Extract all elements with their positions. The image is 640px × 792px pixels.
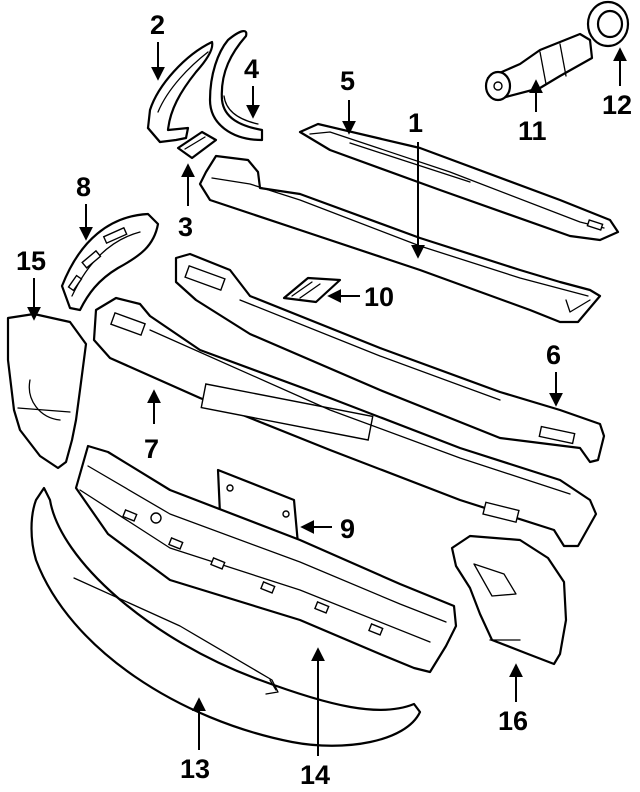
callout-4: 4	[244, 54, 259, 84]
callout-3: 3	[178, 212, 193, 242]
part-6-upper-fascia	[174, 252, 606, 464]
part-13-air-dam	[30, 486, 422, 747]
callout-6: 6	[546, 340, 561, 370]
part-1-impact-bar	[198, 154, 602, 324]
part-14-lower-valance	[74, 444, 458, 674]
callout-15: 15	[16, 246, 46, 276]
callout-2: 2	[150, 10, 165, 40]
part-4-filler-strip	[208, 30, 264, 142]
callout-8: 8	[76, 172, 91, 202]
callout-1: 1	[408, 108, 423, 138]
part-2-filler-extension	[146, 40, 214, 144]
callout-14: 14	[300, 760, 330, 790]
part-11-bumper-shock	[484, 32, 594, 102]
part-8-corner-molding	[60, 212, 160, 312]
part-5-reinforcement	[298, 122, 620, 242]
callout-16: 16	[498, 706, 528, 736]
part-10-bracket-plate	[282, 276, 342, 304]
callout-7: 7	[144, 434, 159, 464]
part-16-right-filler	[450, 534, 568, 666]
part-15-left-filler	[6, 312, 88, 470]
callout-labels: 1 2 3 4 5 6 7 8 9 10 11 12 13 14 15 16	[16, 10, 632, 790]
callout-9: 9	[340, 514, 355, 544]
part-3-bracket	[176, 130, 218, 160]
callout-5: 5	[340, 66, 355, 96]
callout-13: 13	[180, 754, 210, 784]
part-12-cap	[586, 0, 630, 48]
callout-11: 11	[518, 116, 547, 146]
callout-12: 12	[602, 90, 632, 120]
callout-10: 10	[364, 282, 394, 312]
part-7-bumper-cover	[92, 296, 598, 548]
callout-leaders	[27, 42, 627, 756]
